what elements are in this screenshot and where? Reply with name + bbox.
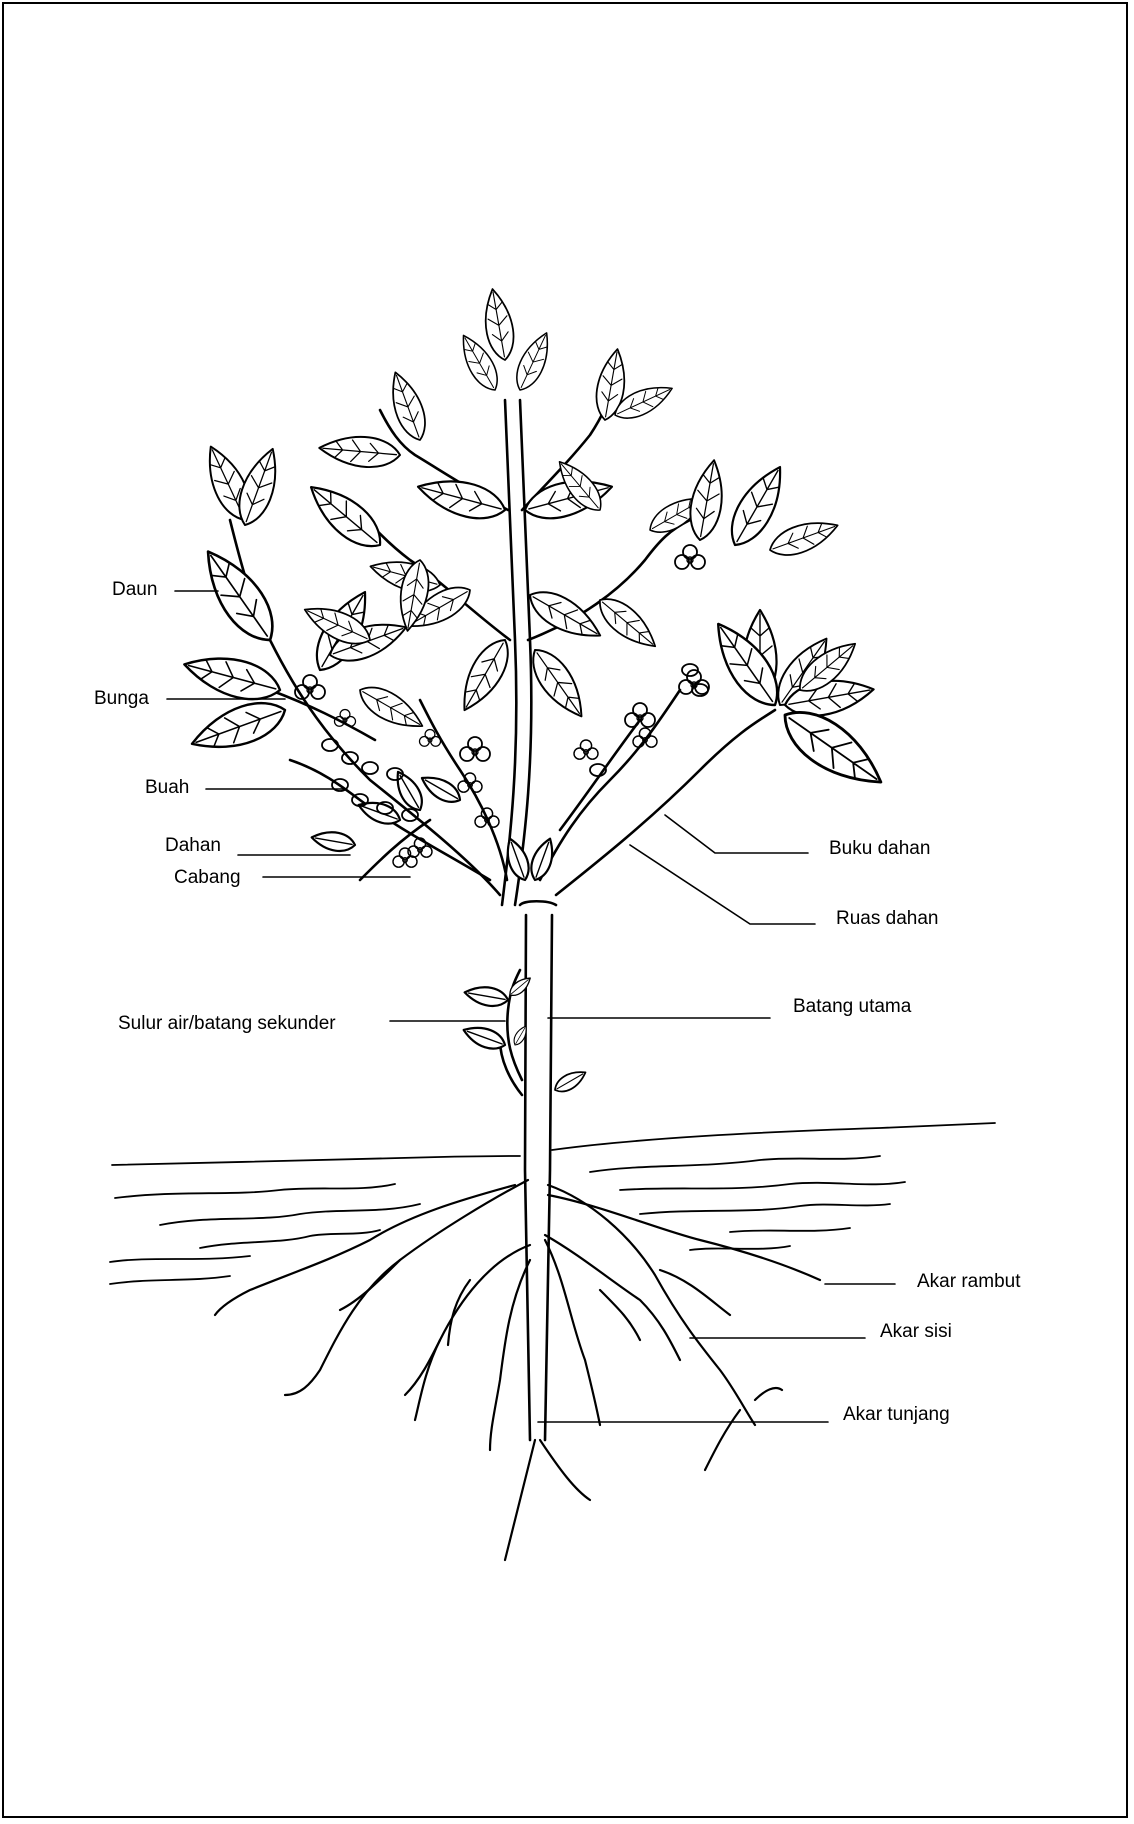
label-cabang: Cabang [174,867,241,889]
label-sulur-air: Sulur air/batang sekunder [118,1013,336,1035]
soil-lines [110,1123,995,1284]
label-akar-tunjang: Akar tunjang [843,1404,950,1426]
label-buah: Buah [145,777,189,799]
label-akar-sisi: Akar sisi [880,1321,952,1343]
leaves [180,287,894,883]
label-akar-rambut: Akar rambut [917,1271,1020,1293]
label-daun: Daun [112,579,157,601]
label-ruas-dahan: Ruas dahan [836,908,938,930]
leader-buku-dahan [665,815,808,853]
label-buku-dahan: Buku dahan [829,838,930,860]
leader-ruas-dahan [630,845,815,924]
label-batang-utama: Batang utama [793,996,911,1018]
label-dahan: Dahan [165,835,221,857]
label-bunga: Bunga [94,688,149,710]
